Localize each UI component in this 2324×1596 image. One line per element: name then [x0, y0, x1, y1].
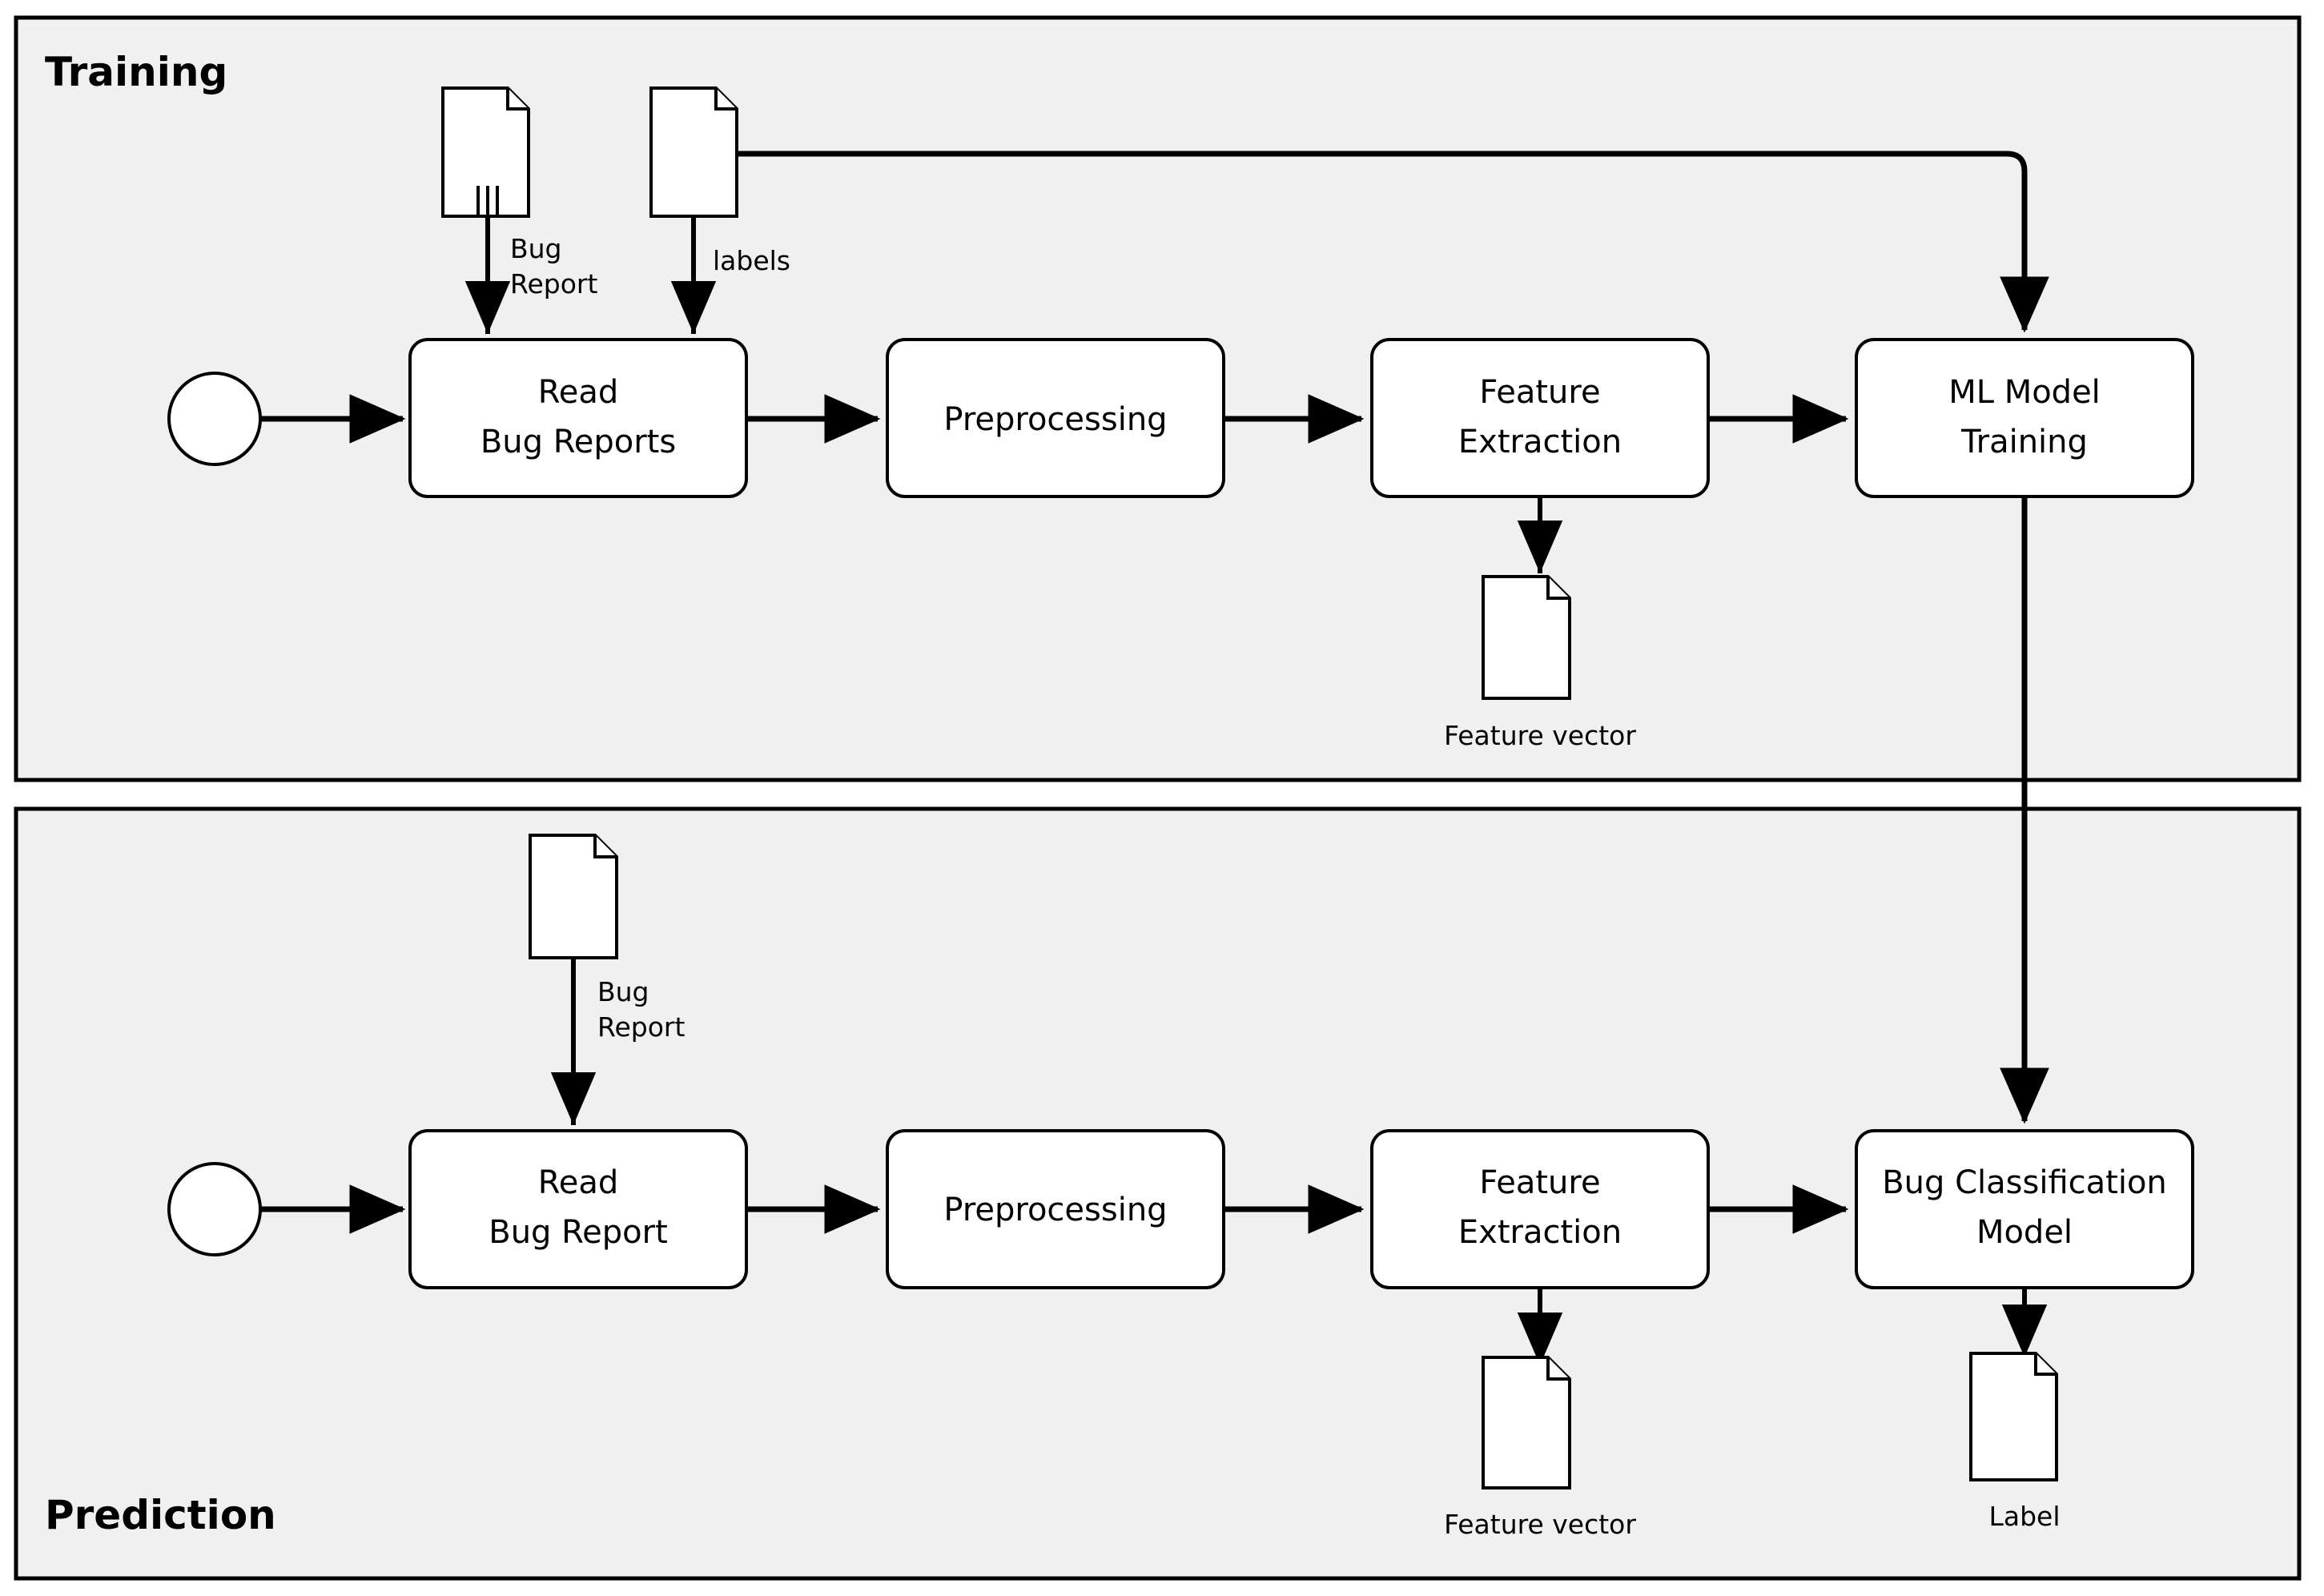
- document-icon: [649, 86, 738, 218]
- label-bug-report-training-line1: Bug: [510, 233, 562, 264]
- label-bug-report-prediction-line1: Bug: [597, 976, 649, 1007]
- artifact-feature-vector-prediction: [1482, 1356, 1571, 1489]
- task-ml-model-training[interactable]: [1855, 338, 2194, 498]
- document-icon: [1482, 575, 1571, 700]
- label-bug-report-prediction-line2: Report: [597, 1011, 685, 1043]
- caption-feature-vector-prediction: Feature vector: [1444, 1509, 1636, 1540]
- training-start-event[interactable]: [167, 372, 262, 466]
- document-fold-icon: [593, 835, 617, 858]
- task-bug-classification-model[interactable]: [1855, 1129, 2194, 1289]
- task-feature-extraction-training-line1: Feature: [1479, 374, 1600, 411]
- task-read-bug-reports-line1: Read: [538, 374, 619, 411]
- lane-prediction-title: Prediction: [45, 1492, 276, 1538]
- label-bug-report-training-line2: Report: [510, 268, 597, 300]
- artifact-bug-report-prediction: [529, 834, 618, 959]
- task-read-bug-report-prediction-line1: Read: [538, 1164, 619, 1201]
- task-feature-extraction-prediction-line2: Extraction: [1458, 1214, 1622, 1251]
- document-fold-icon: [1546, 577, 1570, 600]
- flow-labels-to-mlmodel-training: [737, 151, 2049, 333]
- lane-training-title: Training: [45, 49, 227, 95]
- document-icon: [1969, 1352, 2058, 1481]
- task-preprocessing-prediction-label: Preprocessing: [943, 1192, 1167, 1228]
- caption-label-prediction: Label: [1988, 1501, 2060, 1532]
- document-fold-icon: [506, 88, 529, 111]
- task-feature-extraction-training[interactable]: [1370, 338, 1710, 498]
- task-feature-extraction-training-line2: Extraction: [1458, 424, 1622, 460]
- document-icon: [441, 86, 530, 218]
- task-bug-classification-model-line1: Bug Classification: [1882, 1164, 2167, 1201]
- document-fold-icon: [1546, 1357, 1570, 1381]
- label-labels-training: labels: [713, 245, 790, 276]
- task-ml-model-training-line1: ML Model: [1948, 374, 2101, 411]
- task-read-bug-report-prediction[interactable]: [408, 1129, 748, 1289]
- task-feature-extraction-prediction-line1: Feature: [1479, 1164, 1600, 1201]
- artifact-labels-training: [649, 86, 738, 218]
- document-fold-icon: [714, 88, 737, 111]
- caption-feature-vector-training: Feature vector: [1444, 720, 1636, 751]
- task-read-bug-reports[interactable]: [408, 338, 748, 498]
- document-icon: [1482, 1356, 1571, 1489]
- task-read-bug-reports-line2: Bug Reports: [480, 424, 676, 460]
- artifact-label-prediction: [1969, 1352, 2058, 1481]
- artifact-feature-vector-training: [1482, 575, 1571, 700]
- document-fold-icon: [2034, 1353, 2057, 1376]
- prediction-start-event[interactable]: [167, 1162, 262, 1256]
- task-read-bug-report-prediction-line2: Bug Report: [489, 1214, 668, 1251]
- task-feature-extraction-prediction[interactable]: [1370, 1129, 1710, 1289]
- document-icon: [529, 834, 618, 959]
- task-bug-classification-model-line2: Model: [1976, 1214, 2073, 1251]
- task-ml-model-training-line2: Training: [1960, 424, 2088, 460]
- task-preprocessing-training-label: Preprocessing: [943, 401, 1167, 438]
- artifact-bug-report-collection-training: [441, 86, 530, 218]
